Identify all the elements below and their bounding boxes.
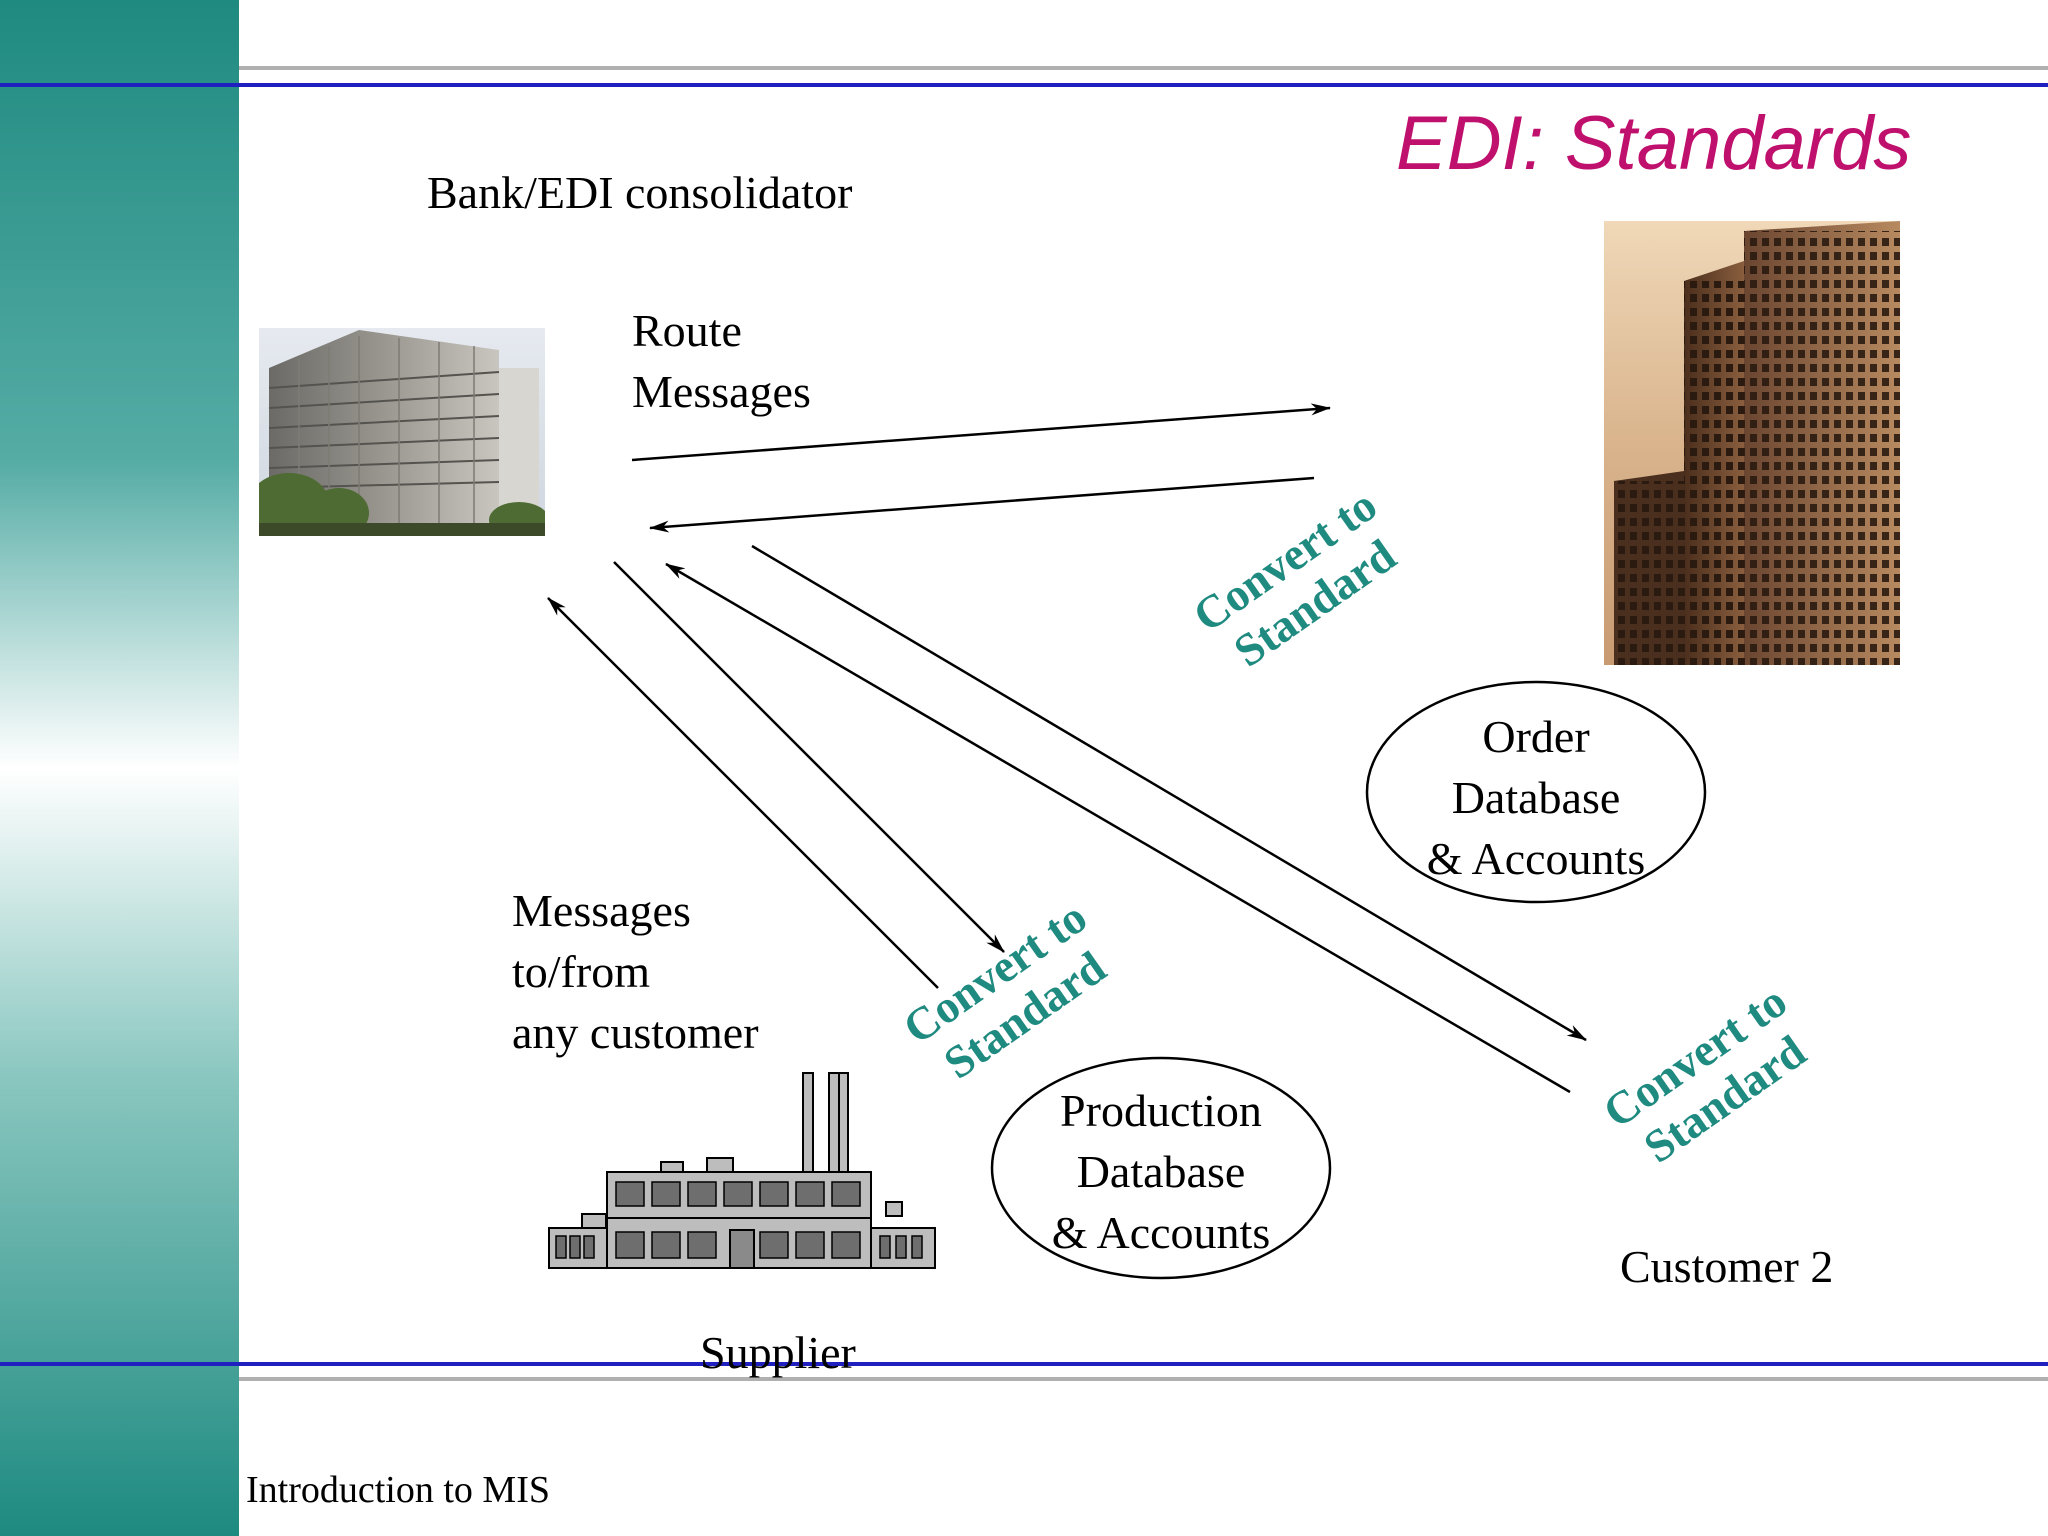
footer-text: Introduction to MIS [246, 1469, 550, 1511]
slide-title: EDI: Standards [1396, 101, 1912, 186]
route-messages-label: Route Messages [632, 300, 811, 422]
arrow-bank-to-customer2 [751, 544, 1587, 1042]
supplier-label: Supplier [700, 1327, 856, 1378]
route-messages-line-2: Messages [632, 366, 811, 417]
messages-line-3: any customer [512, 1007, 759, 1058]
production-database-label: Production Database & Accounts [1011, 1080, 1311, 1263]
skyscraper-photo [1604, 221, 1900, 665]
arrow-supplier-to-bank [547, 597, 939, 989]
production-db-line-1: Production [1060, 1085, 1262, 1136]
production-db-line-3: & Accounts [1051, 1207, 1271, 1258]
messages-any-customer-label: Messages to/from any customer [512, 880, 759, 1063]
bottom-blue-rule [0, 1362, 2048, 1366]
order-db-line-3: & Accounts [1426, 833, 1646, 884]
customer2-label: Customer 2 [1620, 1241, 1834, 1292]
production-database-ellipse [990, 1056, 1332, 1280]
top-blue-rule [0, 83, 2048, 87]
order-db-line-1: Order [1482, 711, 1590, 762]
messages-line-2: to/from [512, 946, 650, 997]
top-gray-rule [239, 66, 2048, 70]
arrow-customer-to-bank [649, 476, 1315, 533]
route-messages-line-1: Route [632, 305, 742, 356]
sidebar-gradient [0, 0, 239, 1536]
arrow-bank-to-supplier [613, 561, 1005, 953]
office-building-photo [259, 328, 545, 536]
order-database-ellipse [1365, 680, 1707, 904]
production-db-line-2: Database [1076, 1146, 1246, 1197]
bank-consolidator-label: Bank/EDI consolidator [427, 167, 853, 218]
bottom-gray-rule [239, 1377, 2048, 1381]
order-db-line-2: Database [1451, 772, 1621, 823]
arrow-customer2-to-bank [665, 562, 1571, 1094]
order-database-label: Order Database & Accounts [1386, 706, 1686, 889]
arrow-bank-to-customer [631, 403, 1331, 462]
messages-line-1: Messages [512, 885, 691, 936]
factory-icon [548, 1072, 936, 1269]
